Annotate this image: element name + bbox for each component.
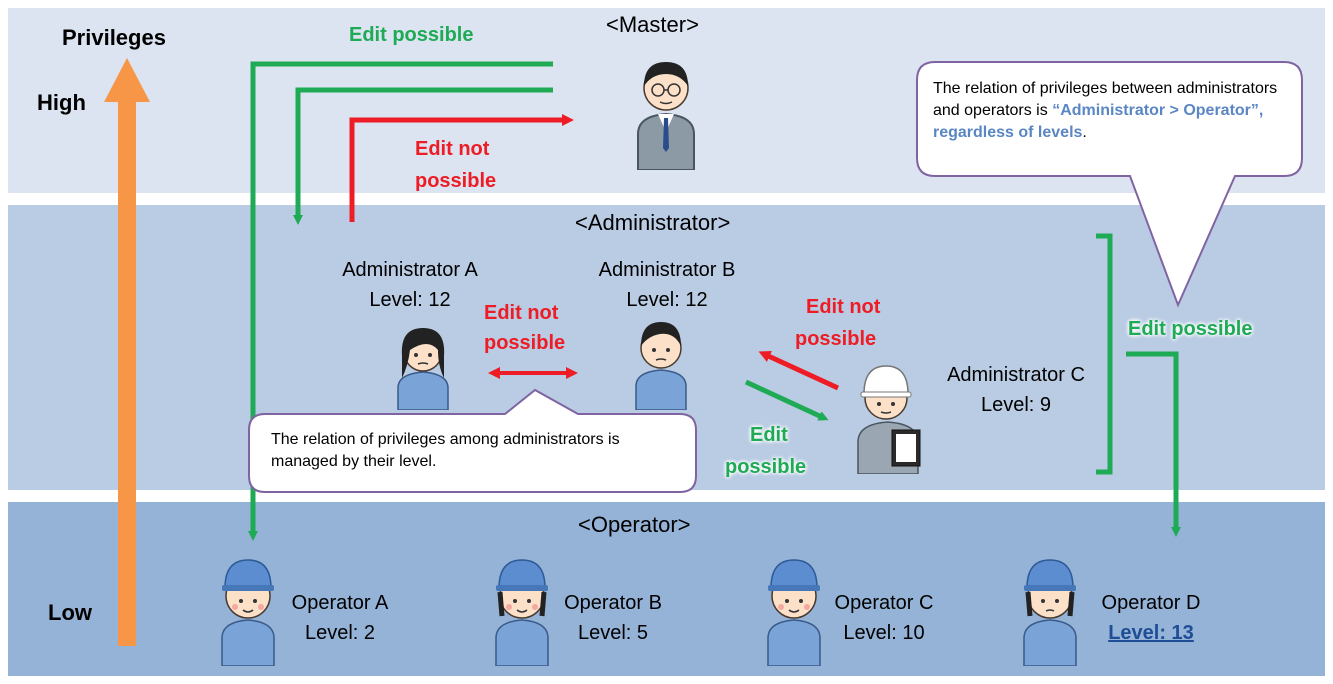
edit-possible-bc-label-1: Edit <box>750 424 788 446</box>
right-callout-bubble <box>916 61 1303 308</box>
operator-c-name: Operator C <box>834 592 934 614</box>
operator-b-level: Level: 5 <box>577 622 649 644</box>
operator-b-label: Operator B Level: 5 <box>564 588 662 648</box>
administrator-a-level: Level: 12 <box>369 289 451 311</box>
operator-b-person-icon <box>495 559 549 666</box>
administrator-a-label: Administrator A Level: 12 <box>342 255 478 315</box>
privileges-axis-arrow <box>104 58 150 646</box>
privileges-axis-title: Privileges <box>62 25 166 50</box>
edit-possible-admin-to-operator-line <box>1126 351 1181 537</box>
edit-not-possible-master-label-1: Edit not <box>415 138 490 160</box>
right-callout-text: The relation of privileges between admin… <box>933 78 1293 144</box>
operator-a-person-icon <box>221 559 275 666</box>
edit-not-possible-ab-label-1: Edit not <box>484 302 559 324</box>
operator-d-label: Operator D Level: 13 <box>1102 588 1201 648</box>
administrator-c-label: Administrator C Level: 9 <box>947 360 1085 420</box>
administrator-b-name: Administrator B <box>598 259 736 281</box>
edit-possible-top-label: Edit possible <box>349 24 474 46</box>
master-section-title: <Master> <box>606 12 699 37</box>
operator-b-name: Operator B <box>564 592 662 614</box>
administrator-c-level: Level: 9 <box>980 394 1052 416</box>
administrator-b-label: Administrator B Level: 12 <box>599 255 736 315</box>
administrator-b-person-icon <box>635 322 687 410</box>
operator-d-person-icon <box>1023 559 1077 666</box>
operator-c-person-icon <box>767 559 821 666</box>
administrator-c-name: Administrator C <box>947 364 1085 386</box>
edit-possible-right-label: Edit possible <box>1128 318 1253 340</box>
operator-c-level: Level: 10 <box>843 622 925 644</box>
operator-a-label: Operator A Level: 2 <box>292 588 389 648</box>
operator-section-title: <Operator> <box>578 512 691 537</box>
operator-a-name: Operator A <box>291 592 389 614</box>
master-person-icon <box>637 62 695 170</box>
administrator-c-person-icon <box>857 365 921 474</box>
edit-possible-b-to-c-arrow <box>744 379 829 421</box>
right-callout-part2: . <box>1082 124 1087 141</box>
edit-possible-bc-label-2: possible <box>725 456 807 478</box>
left-callout-bubble <box>248 388 697 493</box>
edit-not-possible-ab-label-2: possible <box>484 332 566 354</box>
low-label: Low <box>48 600 92 625</box>
edit-not-possible-admin-to-master-line <box>349 114 574 222</box>
operator-d-level: Level: 13 <box>1108 622 1194 644</box>
edit-not-possible-cb-label-1: Edit not <box>806 296 881 318</box>
operator-d-name: Operator D <box>1101 592 1201 614</box>
edit-possible-master-to-operator-line <box>248 61 553 541</box>
operator-a-level: Level: 2 <box>304 622 376 644</box>
right-callout-part1: The relation of privileges between admin… <box>933 80 1278 119</box>
administrator-a-person-icon <box>397 328 449 410</box>
right-callout-highlight: “Administrator > Operator”, regardless o… <box>933 102 1264 141</box>
edit-possible-master-to-admin-line <box>293 87 553 225</box>
operator-c-label: Operator C Level: 10 <box>835 588 934 648</box>
edit-not-possible-c-to-b-arrow <box>758 351 840 391</box>
edit-not-possible-cb-label-2: possible <box>795 328 877 350</box>
left-callout-text: The relation of privileges among adminis… <box>271 431 620 470</box>
administrator-b-level: Level: 12 <box>626 289 708 311</box>
high-label: High <box>37 90 86 115</box>
administrator-a-name: Administrator A <box>342 259 478 281</box>
edit-not-possible-master-label-2: possible <box>415 170 497 192</box>
administrator-bracket <box>1096 233 1113 475</box>
administrator-section-title: <Administrator> <box>575 210 731 235</box>
